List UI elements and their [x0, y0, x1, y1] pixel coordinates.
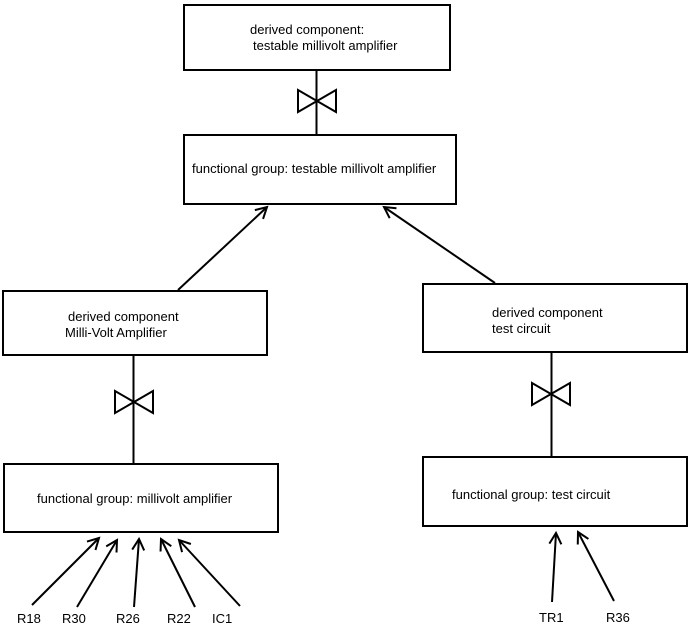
node-text-line: test circuit: [492, 321, 551, 336]
node-text: derived component: testable millivolt am…: [250, 22, 449, 54]
leaf-label-r18: R18: [17, 611, 41, 626]
arrow-ic1-to-fg-mva: [177, 538, 241, 607]
node-text-line: derived component: [68, 309, 179, 324]
arrow-derived-mva-to-fg-testable: [177, 205, 269, 291]
node-text: derived component Milli-Volt Amplifier: [65, 309, 266, 341]
node-functional-group-test-circuit: functional group: test circuit: [422, 456, 688, 527]
node-text-line: derived component: [492, 305, 603, 320]
leaf-label-tr1: TR1: [539, 610, 564, 625]
leaf-label-r22: R22: [167, 611, 191, 626]
arrow-r26-to-fg-mva: [131, 536, 146, 608]
node-text: functional group: test circuit: [452, 487, 686, 503]
node-text: derived component test circuit: [492, 305, 686, 337]
node-text-line: functional group: testable millivolt amp…: [192, 161, 437, 176]
arrow-derived-tc-to-fg-testable: [382, 205, 496, 284]
node-text-line: functional group: millivolt amplifier: [37, 491, 233, 506]
arrow-r36-to-fg-tc: [576, 530, 615, 602]
node-text-line: functional group: test circuit: [452, 487, 611, 502]
node-text: functional group: testable millivolt amp…: [192, 161, 455, 177]
arrow-tr1-to-fg-tc: [548, 530, 563, 603]
leaf-label-ic1: IC1: [212, 611, 233, 626]
bowtie-icon: [114, 389, 154, 415]
node-functional-group-testable-millivolt-amplifier: functional group: testable millivolt amp…: [183, 134, 457, 205]
node-derived-component-test-circuit: derived component test circuit: [422, 283, 688, 353]
node-text: functional group: millivolt amplifier: [37, 491, 277, 507]
leaf-label-r36: R36: [606, 610, 630, 625]
node-derived-component-testable-millivolt-amplifier: derived component: testable millivolt am…: [183, 4, 451, 71]
bowtie-icon: [531, 381, 571, 407]
leaf-label-r30: R30: [62, 611, 86, 626]
bowtie-icon: [297, 88, 337, 114]
arrow-r22-to-fg-mva: [159, 537, 196, 608]
arrow-r30-to-fg-mva: [76, 538, 119, 608]
node-derived-component-milli-volt-amplifier: derived component Milli-Volt Amplifier: [2, 290, 268, 356]
node-text-line: derived component:: [250, 22, 365, 37]
arrow-r18-to-fg-mva: [31, 536, 101, 606]
leaf-label-r26: R26: [116, 611, 140, 626]
node-functional-group-millivolt-amplifier: functional group: millivolt amplifier: [3, 463, 279, 533]
node-text-line: Milli-Volt Amplifier: [65, 325, 167, 340]
node-text-line: testable millivolt amplifier: [253, 38, 398, 53]
